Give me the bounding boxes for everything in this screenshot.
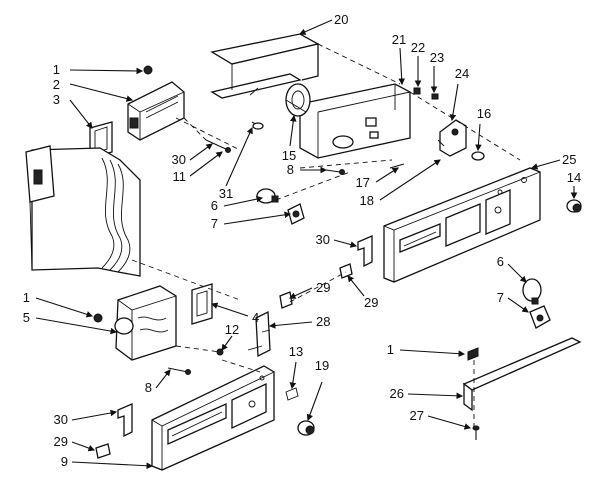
callout-labels: 1 2 3 30 11 31 20 15 8 6 7 21 22 23 24 1… [23,12,581,469]
callout-12: 12 [225,322,239,337]
callout-25: 25 [562,152,576,167]
pin-part-31 [251,121,264,130]
callout-16: 16 [477,106,491,121]
screw-part-27 [472,425,480,440]
pin-part-8-lower [167,367,191,375]
callout-15: 15 [282,148,296,163]
callout-14: 14 [567,170,581,185]
bulb-part-6-upper [256,188,279,204]
pin-part-8-upper [325,169,345,175]
side-bracket-part-30-upper [357,235,373,268]
callout-2: 2 [53,77,60,92]
fan-motor-part-15 [285,83,311,117]
socket-part-7-upper [287,203,305,225]
socket-part-29-lower [95,443,111,459]
right-control-panel-part-25 [383,167,541,283]
callout-17: 17 [356,175,370,190]
callout-9: 9 [61,454,68,469]
top-cover-part-20 [210,33,320,99]
callout-30: 30 [316,232,330,247]
knob-part-14 [566,199,582,213]
callout-30: 30 [54,412,68,427]
callout-8: 8 [287,162,294,177]
callout-30: 30 [172,152,186,167]
callout-1: 1 [387,342,394,357]
bulb-part-6-right [522,278,542,305]
callout-23: 23 [430,50,444,65]
callout-22: 22 [411,40,425,55]
lower-control-panel-part-9 [151,365,275,471]
callout-29: 29 [316,280,330,295]
heater-housing-part-2 [127,81,185,141]
callout-19: 19 [315,358,329,373]
callout-20: 20 [334,12,348,27]
callout-7: 7 [497,290,504,305]
clip-part-13 [285,387,299,401]
screw-part-23 [431,93,439,100]
leader-lines [35,19,578,470]
motor-bracket-part-21 [299,83,411,159]
callout-7: 7 [211,216,218,231]
callout-18: 18 [360,193,374,208]
callout-4: 4 [252,310,259,325]
cabinet-body [25,145,141,277]
assembly-guide-lines [131,43,521,426]
callout-29: 29 [54,434,68,449]
callout-1: 1 [53,62,60,77]
callout-6: 6 [211,198,218,213]
callout-3: 3 [53,92,60,107]
callout-28: 28 [316,314,330,329]
grommet-part-1-right [467,347,479,361]
bottom-rail-part-26 [462,337,582,412]
callout-24: 24 [455,66,469,81]
pin-part-11 [205,139,231,153]
callout-13: 13 [289,344,303,359]
callout-27: 27 [410,408,424,423]
callout-11: 11 [173,169,187,184]
switch-part-24 [437,119,467,157]
heater-assembly-part-5 [114,285,177,361]
knob-part-16 [471,151,485,161]
gasket-part-4 [191,283,213,325]
callout-21: 21 [392,32,406,47]
screw-part-17 [389,163,405,169]
socket-part-29-upper [339,263,353,279]
callout-5: 5 [23,310,30,325]
callout-1: 1 [23,290,30,305]
grommet-part-1-mid [93,313,103,323]
relay-part-28 [247,310,271,358]
callout-29: 29 [364,295,378,310]
callout-26: 26 [390,386,404,401]
socket-part-7-right [529,305,551,329]
callout-31: 31 [219,186,233,201]
side-bracket-part-30-lower [117,403,133,438]
grommet-part-1-top [143,65,153,75]
socket-part-29-mid [279,291,293,309]
callout-8: 8 [145,380,152,395]
callout-6: 6 [497,254,504,269]
screw-part-22 [413,87,421,95]
knob-part-19 [297,420,315,436]
